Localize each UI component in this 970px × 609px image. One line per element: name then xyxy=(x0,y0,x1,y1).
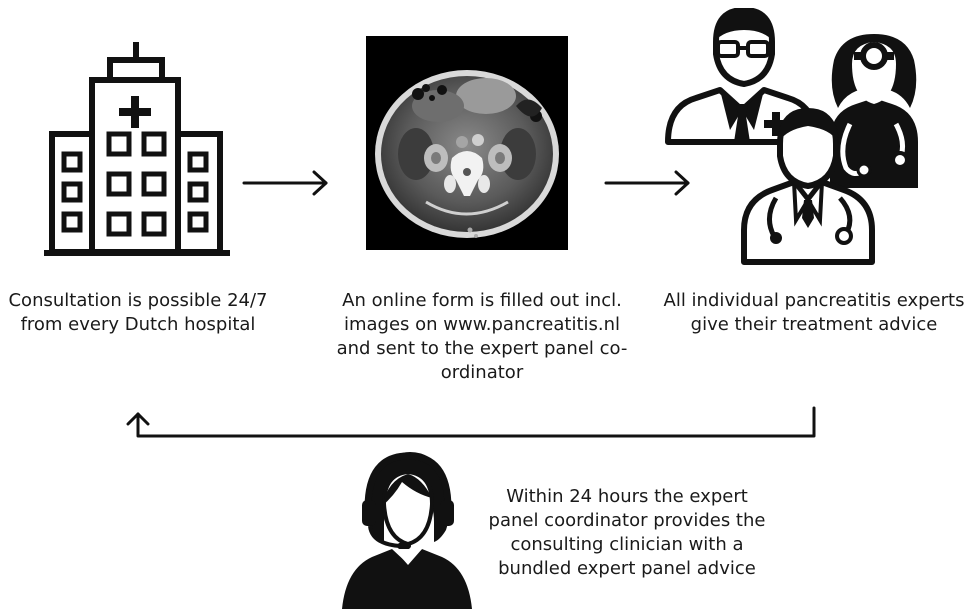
call-center-agent-icon xyxy=(342,450,472,609)
coordinator-caption: Within 24 hours the expert panel coordin… xyxy=(488,486,766,579)
doctor-female-icon xyxy=(830,34,918,188)
online-form-caption: An online form is filled out incl. image… xyxy=(336,290,628,383)
ct-scan-image xyxy=(366,36,568,250)
return-arrow xyxy=(122,404,822,444)
hospital-caption: Consultation is possible 24/7 from every… xyxy=(8,290,268,335)
arrow-right-icon xyxy=(242,170,330,196)
hospital-icon xyxy=(44,42,230,258)
doctors-icon xyxy=(664,8,934,268)
arrow-right-icon xyxy=(604,170,692,196)
doctor-male-icon xyxy=(741,108,875,265)
experts-caption: All individual pancreatitis experts give… xyxy=(663,290,965,335)
